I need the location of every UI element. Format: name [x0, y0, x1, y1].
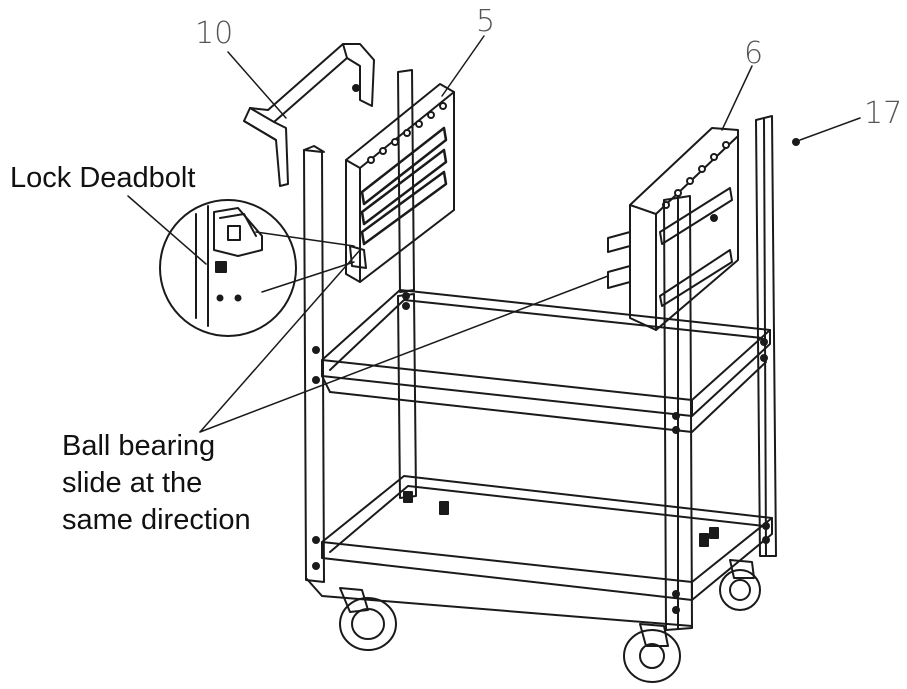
leader-lines	[128, 36, 860, 432]
caster-front-left	[340, 588, 396, 650]
upper-shelf	[322, 290, 770, 432]
caster-back-right	[720, 560, 760, 610]
caster-front-right	[624, 624, 680, 682]
ball-bearing-label-line-1: Ball bearing	[62, 430, 216, 462]
ball-bearing-label-line-3: same direction	[62, 504, 251, 536]
ball-bearing-label-line-2: slide at the	[62, 467, 203, 499]
lock-deadbolt-label: Lock Deadbolt	[10, 162, 196, 194]
lower-shelf	[306, 476, 772, 626]
part-number-5: 5	[476, 4, 496, 39]
frame-posts	[304, 116, 776, 630]
handle-part-10	[244, 44, 374, 186]
part-number-17: 17	[864, 96, 903, 131]
drawer-panel-part-5	[346, 70, 454, 292]
lock-detail-magnifier	[160, 200, 296, 336]
drawer-panel-part-6	[608, 128, 738, 330]
bolts	[313, 293, 769, 613]
screw-part-17	[793, 139, 799, 145]
part-number-10: 10	[195, 16, 234, 51]
part-number-6: 6	[744, 36, 764, 71]
casters	[340, 560, 760, 682]
